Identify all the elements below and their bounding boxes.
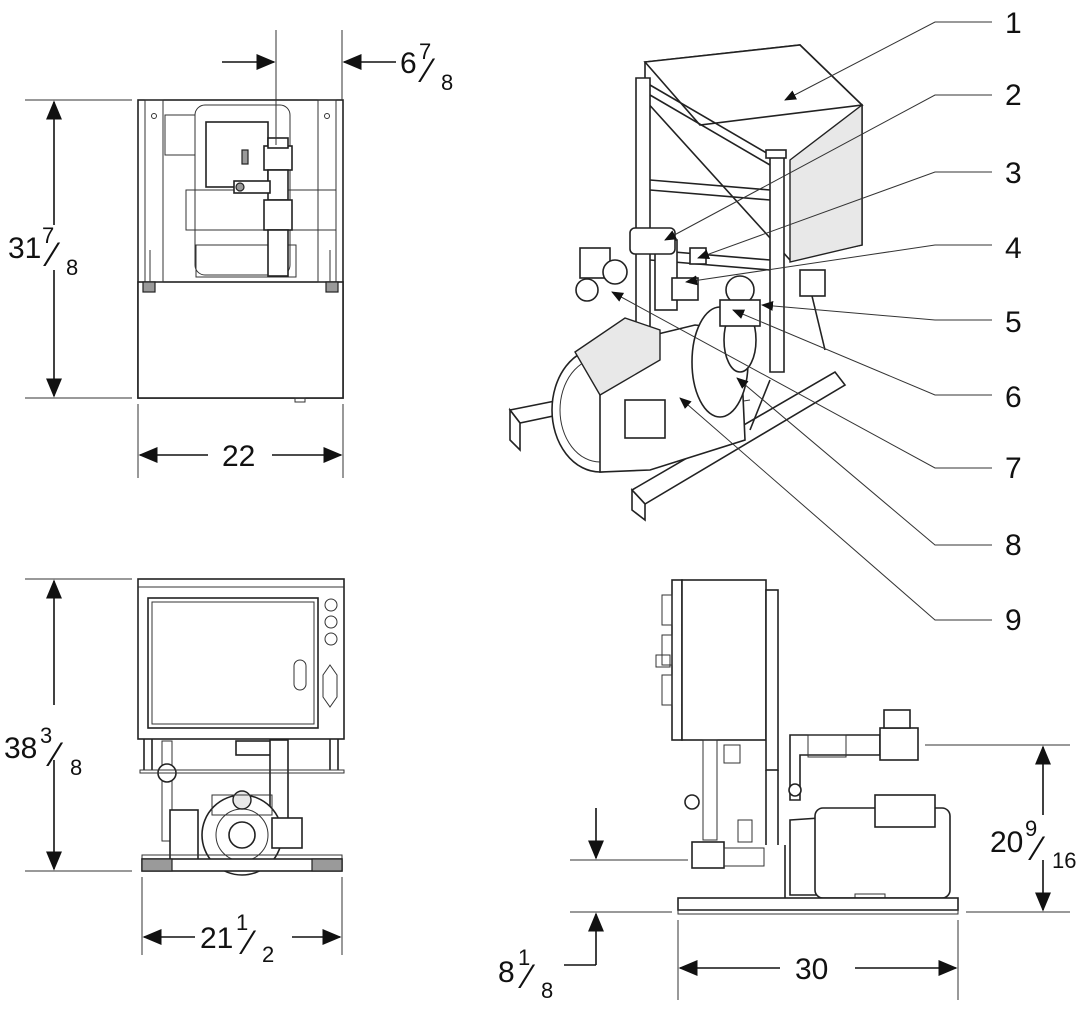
top-offset-whole: 6 xyxy=(400,47,417,80)
isometric-view: 1 2 3 4 5 6 7 8 9 xyxy=(508,7,1022,637)
side-base-den: 8 xyxy=(541,978,553,1003)
side-base-num: 1 xyxy=(518,945,530,970)
top-offset-den: 8 xyxy=(441,70,453,95)
callout-2: 2 xyxy=(1005,79,1022,112)
callout-9: 9 xyxy=(1005,604,1022,637)
front-height-whole: 38 xyxy=(4,732,37,765)
top-width-whole: 22 xyxy=(222,440,255,473)
side-height-den: 16 xyxy=(1052,848,1076,873)
front-height-den: 8 xyxy=(70,755,82,780)
top-height-den: 8 xyxy=(66,255,78,280)
side-width-whole: 30 xyxy=(795,953,828,986)
side-height-num: 9 xyxy=(1025,816,1037,841)
side-view: 20 9 ⁄ 16 8 1 ⁄ 8 30 xyxy=(498,579,1076,1003)
callout-7: 7 xyxy=(1005,452,1022,485)
front-width-den: 2 xyxy=(262,942,274,967)
callout-6: 6 xyxy=(1005,381,1022,414)
top-offset-num: 7 xyxy=(419,39,431,64)
top-height-whole: 31 xyxy=(8,232,41,265)
callout-1: 1 xyxy=(1005,7,1022,40)
side-height-whole: 20 xyxy=(990,826,1023,859)
front-height-num: 3 xyxy=(40,723,52,748)
callout-5: 5 xyxy=(1005,306,1022,339)
top-height-num: 7 xyxy=(42,223,54,248)
callout-4: 4 xyxy=(1005,232,1022,265)
top-view: 6 7 ⁄ 8 31 7 ⁄ 8 22 xyxy=(8,30,453,478)
front-view: 38 3 ⁄ 8 21 1 ⁄ 2 xyxy=(4,578,345,967)
side-base-whole: 8 xyxy=(498,956,515,989)
callout-8: 8 xyxy=(1005,529,1022,562)
callout-3: 3 xyxy=(1005,157,1022,190)
front-width-num: 1 xyxy=(236,910,248,935)
front-width-whole: 21 xyxy=(200,922,233,955)
